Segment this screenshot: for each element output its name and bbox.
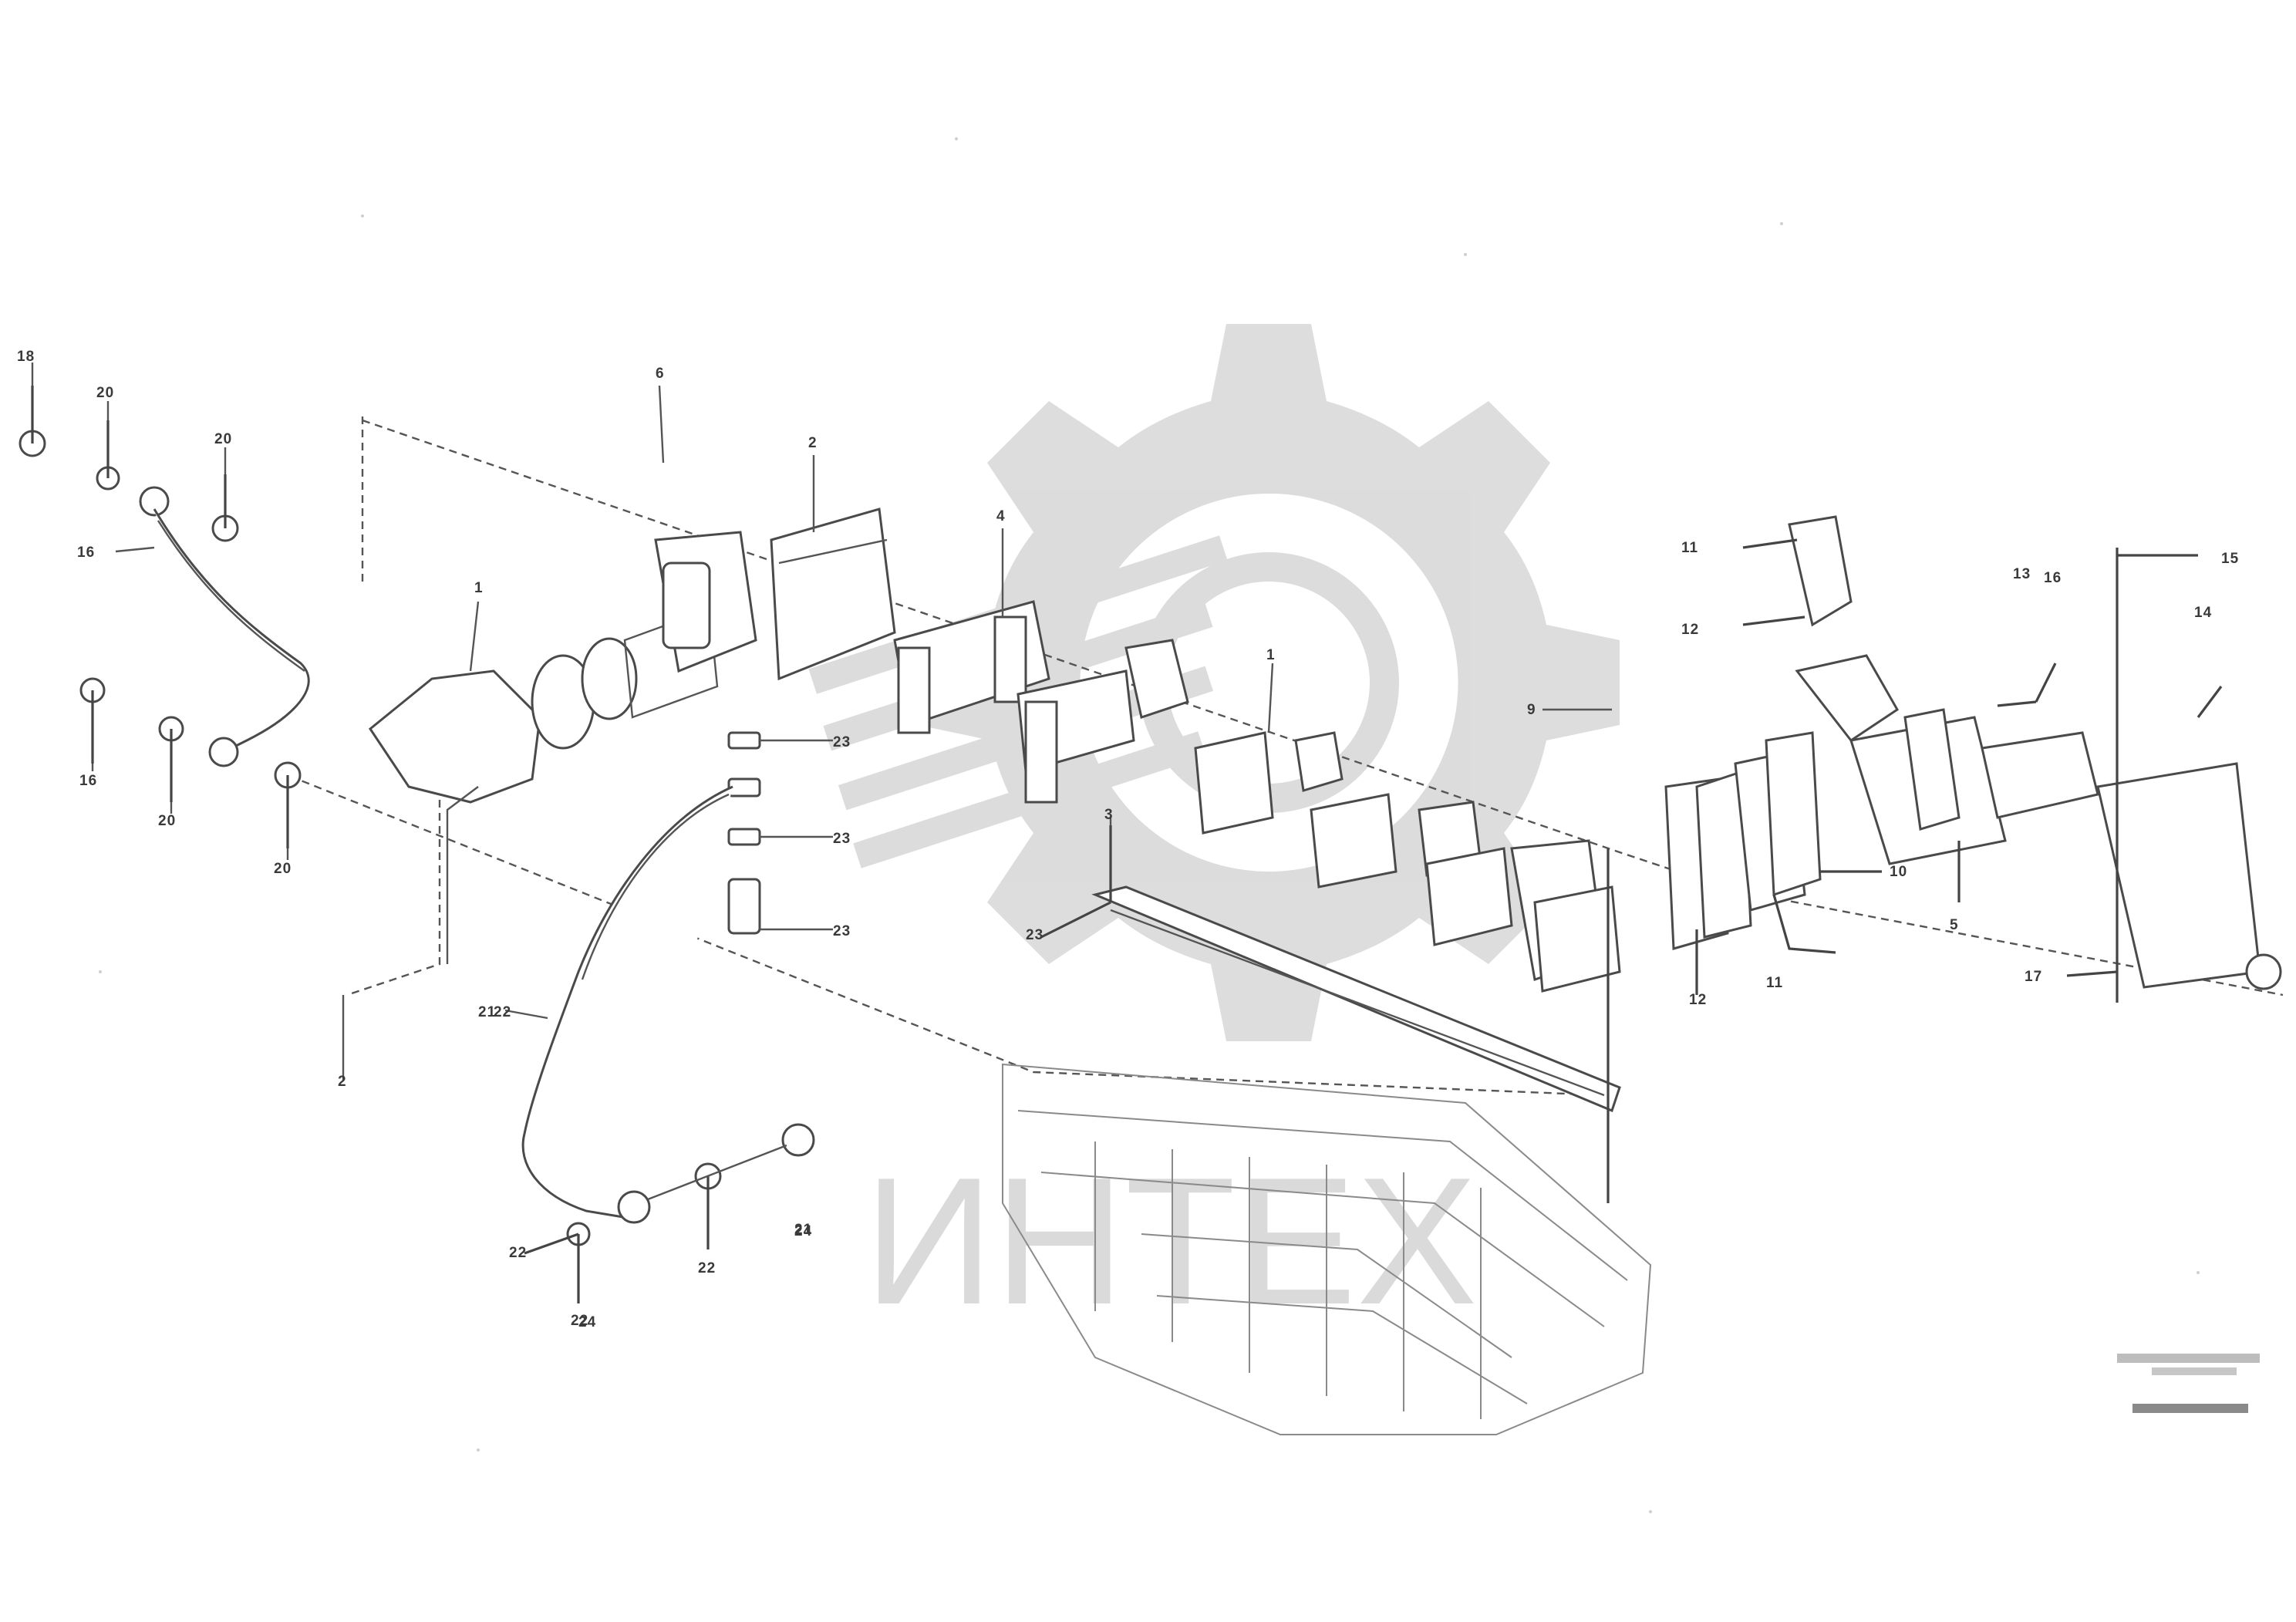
callout: 14 <box>2194 605 2212 621</box>
feed-pipe <box>521 785 815 1303</box>
fuel-filter-housing <box>368 508 896 964</box>
callout: 23 <box>833 831 851 847</box>
callout: 11 <box>1766 975 1783 991</box>
watermark-text: ИНТЕХ <box>864 1139 1478 1342</box>
callout: 12 <box>1689 992 1707 1008</box>
callout: 13 <box>2013 566 2031 582</box>
callout: 22 <box>571 1313 588 1329</box>
scan-specks <box>99 137 2200 1513</box>
return-rail-right <box>1742 515 2282 1003</box>
callout: 16 <box>79 773 97 789</box>
overflow-valve-assembly <box>1664 731 1882 995</box>
callout: 22 <box>698 1260 716 1276</box>
callout: 1 <box>1266 647 1276 663</box>
engine-block-outline <box>1002 1063 1652 1435</box>
callout: 22 <box>494 1004 511 1020</box>
callout: 23 <box>1026 927 1043 943</box>
callout: 1 <box>474 580 484 596</box>
callout: 16 <box>77 545 95 561</box>
callout: 20 <box>214 431 232 447</box>
callout: 9 <box>1527 702 1536 718</box>
callout: 24 <box>794 1223 812 1239</box>
callout: 10 <box>1890 864 1907 880</box>
callout: 20 <box>274 861 292 877</box>
callout: 6 <box>656 366 665 382</box>
callout: 2 <box>808 435 818 451</box>
callout: 23 <box>833 734 851 750</box>
callout: 24 <box>578 1314 596 1330</box>
centerline-lower <box>277 770 1605 1097</box>
callout: 4 <box>996 508 1006 524</box>
callout: 18 <box>17 349 35 365</box>
callout: 16 <box>2044 570 2062 586</box>
callout: 20 <box>96 385 114 401</box>
callout: 17 <box>2025 969 2042 985</box>
callout: 20 <box>158 813 176 829</box>
callout: 22 <box>509 1245 527 1261</box>
drawing-reference-stamp <box>2117 1354 2260 1413</box>
return-pipe-upper <box>19 386 310 848</box>
callout: 21 <box>478 1004 496 1020</box>
callout: 12 <box>1681 622 1699 638</box>
callout: 5 <box>1950 917 1959 933</box>
fuel-distributor <box>893 600 1621 993</box>
callout: 23 <box>833 923 851 939</box>
callout: 3 <box>1104 807 1114 823</box>
vertical-dash-pipe <box>346 787 441 996</box>
callout: 11 <box>1681 540 1698 556</box>
callout: 2 <box>338 1074 347 1090</box>
callout-labels: 18 20 20 16 16 20 20 1 6 2 4 23 23 23 3 … <box>17 349 2239 1330</box>
leader-lines <box>31 363 1589 1080</box>
callout: 21 <box>794 1222 812 1238</box>
callout: 15 <box>2221 551 2239 567</box>
banjo-fittings <box>727 731 833 935</box>
lower-rail <box>1040 708 1621 1203</box>
